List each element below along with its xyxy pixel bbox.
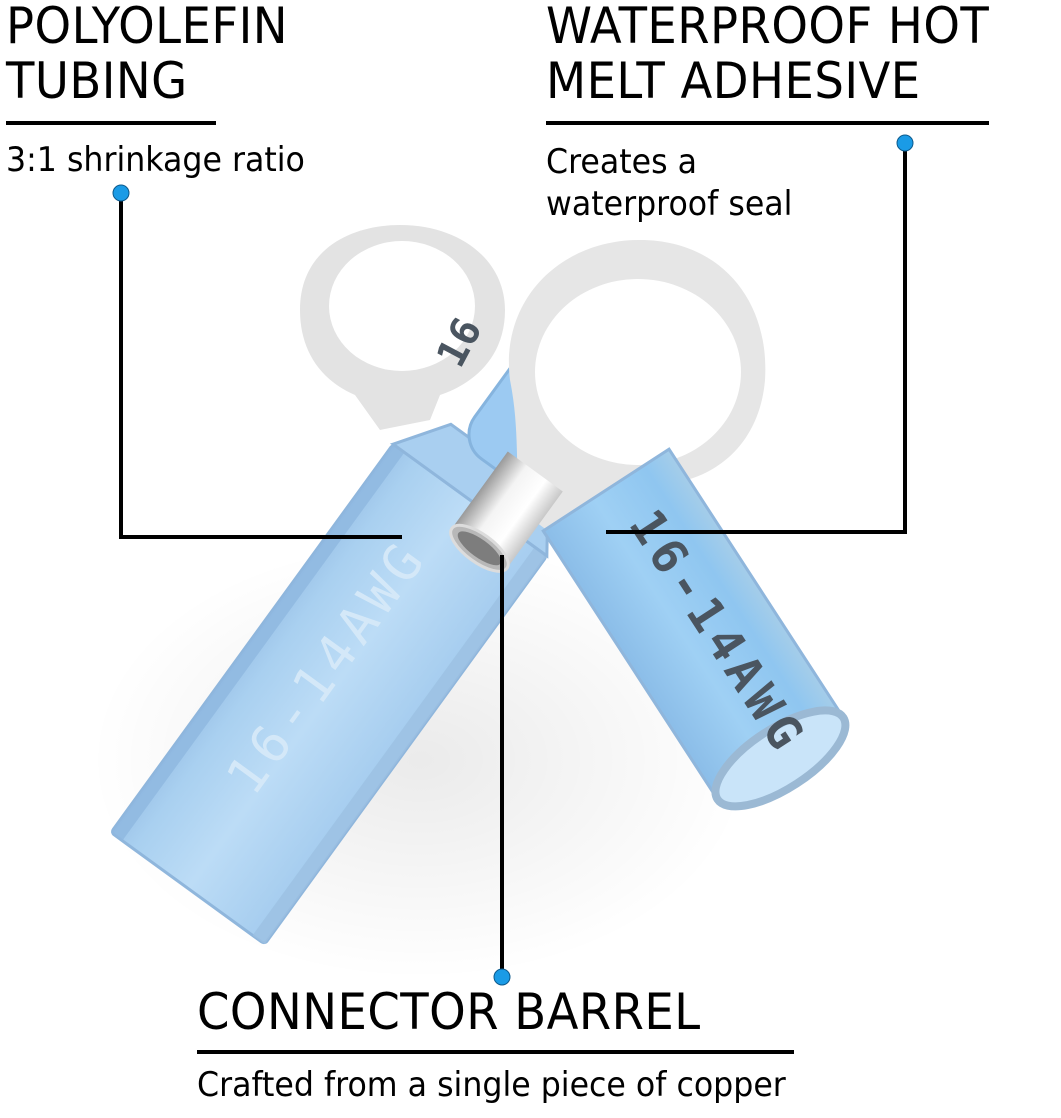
leader-lines <box>119 145 907 975</box>
left-ring-tongue <box>300 225 505 430</box>
polyolefin-description: 3:1 shrinkage ratio <box>6 140 305 180</box>
polyolefin-title: POLYOLEFIN TUBING <box>6 0 289 110</box>
callout-waterproof-adhesive: WATERPROOF HOT MELT ADHESIVE Creates a w… <box>546 0 1061 225</box>
barrel-title: CONNECTOR BARREL <box>197 983 701 1041</box>
adhesive-description: Creates a waterproof seal <box>546 142 793 224</box>
adhesive-marker-dot <box>896 134 914 152</box>
adhesive-leader-line <box>606 145 907 534</box>
polyolefin-underline <box>6 121 216 125</box>
callout-connector-barrel: CONNECTOR BARREL Crafted from a single p… <box>197 985 897 1106</box>
adhesive-underline <box>546 121 989 125</box>
right-ring-tongue <box>508 240 766 540</box>
polyolefin-leader-line <box>119 195 402 539</box>
adhesive-title: WATERPROOF HOT MELT ADHESIVE <box>546 0 990 110</box>
barrel-description: Crafted from a single piece of copper <box>197 1065 786 1105</box>
barrel-marker-dot <box>493 968 511 986</box>
polyolefin-marker-dot <box>112 184 130 202</box>
connector-barrel <box>449 451 563 573</box>
callout-polyolefin-tubing: POLYOLEFIN TUBING 3:1 shrinkage ratio <box>6 0 336 181</box>
barrel-underline <box>197 1050 794 1054</box>
